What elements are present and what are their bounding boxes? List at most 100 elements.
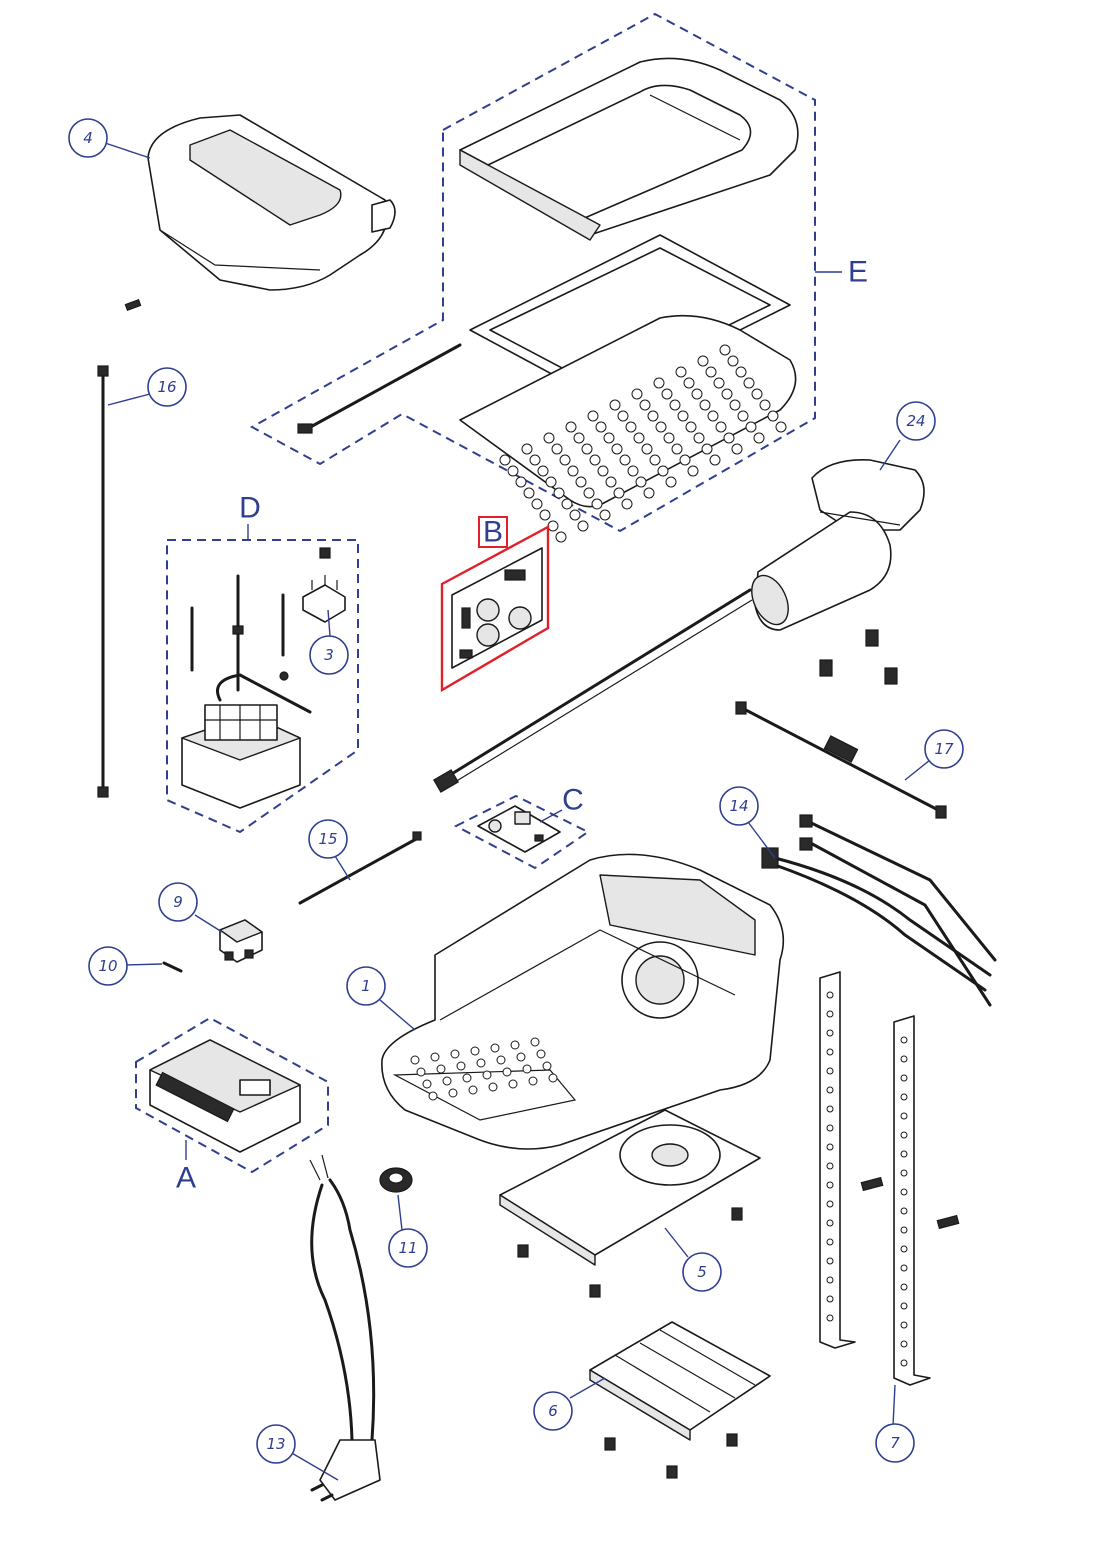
detail-dot xyxy=(611,443,623,455)
cover-lid-part[interactable] xyxy=(459,57,799,241)
group-e-outline xyxy=(249,12,816,533)
detail-dot xyxy=(530,1037,540,1047)
detail-dot xyxy=(488,1082,498,1092)
detail-dot xyxy=(719,344,731,356)
detail-dot xyxy=(641,443,653,455)
led-panel-part[interactable] xyxy=(459,314,797,543)
detail-dot xyxy=(669,399,681,411)
detail-dot xyxy=(900,1074,908,1082)
detail-dot xyxy=(583,487,595,499)
detail-dot xyxy=(621,498,633,510)
detail-dot xyxy=(826,1124,834,1132)
callout-11-label: 11 xyxy=(398,1239,417,1257)
detail-dot xyxy=(581,443,593,455)
detail-dot xyxy=(559,454,571,466)
detail-dot xyxy=(675,366,687,378)
detail-dot xyxy=(826,1143,834,1151)
detail-dot xyxy=(691,388,703,400)
detail-dot xyxy=(647,410,659,422)
detail-dot xyxy=(537,465,549,477)
grommet-part[interactable] xyxy=(379,1167,413,1193)
wiring-harness-part[interactable] xyxy=(761,814,997,1007)
callout-4-label: 4 xyxy=(83,129,93,147)
detail-dot xyxy=(759,399,771,411)
detail-dot xyxy=(826,1219,834,1227)
bracket-part[interactable] xyxy=(589,1321,771,1479)
detail-dot xyxy=(545,476,557,488)
detail-dot xyxy=(476,1058,486,1068)
detail-dot xyxy=(482,1070,492,1080)
terminal-block-part[interactable] xyxy=(302,575,346,623)
callout-9: 9 xyxy=(158,882,198,922)
cable-tie-long-part[interactable] xyxy=(97,365,109,798)
detail-dot xyxy=(715,421,727,433)
group-letter-a: A xyxy=(176,1162,196,1195)
detail-dot xyxy=(900,1302,908,1310)
callout-5: 5 xyxy=(682,1252,722,1292)
motor-part[interactable] xyxy=(745,459,925,631)
detail-dot xyxy=(625,421,637,433)
detail-dot xyxy=(462,1073,472,1083)
detail-dot xyxy=(575,476,587,488)
callout-15-label: 15 xyxy=(318,830,337,848)
main-housing-part[interactable] xyxy=(381,853,785,1150)
detail-dot xyxy=(422,1079,432,1089)
detail-dot xyxy=(515,476,527,488)
detail-dot xyxy=(456,1061,466,1071)
detail-dot xyxy=(555,531,567,543)
battery-cover-part[interactable] xyxy=(147,114,396,291)
callout-13: 13 xyxy=(256,1424,296,1464)
detail-dot xyxy=(619,454,631,466)
callout-10-label: 10 xyxy=(98,957,117,975)
cable-tie-short-part[interactable] xyxy=(298,831,422,905)
callout-1-label: 1 xyxy=(361,977,371,995)
base-plate-part[interactable] xyxy=(499,1109,761,1298)
power-cord-part[interactable] xyxy=(309,1154,381,1502)
callout-15: 15 xyxy=(308,819,348,859)
detail-dot xyxy=(599,509,611,521)
detail-dot xyxy=(767,410,779,422)
transformer-part[interactable] xyxy=(181,673,312,809)
detail-dot xyxy=(410,1055,420,1065)
detail-dot xyxy=(665,476,677,488)
switch-part[interactable] xyxy=(219,919,263,963)
mounting-rail-part[interactable] xyxy=(819,971,960,1386)
detail-dot xyxy=(496,1055,506,1065)
detail-dot xyxy=(826,1314,834,1322)
detail-dot xyxy=(516,1052,526,1062)
group-letter-c: C xyxy=(562,784,584,817)
detail-dot xyxy=(723,432,735,444)
detail-dot xyxy=(595,421,607,433)
detail-dot xyxy=(551,443,563,455)
small-board-part[interactable] xyxy=(477,805,561,853)
detail-dot xyxy=(900,1283,908,1291)
detail-dot xyxy=(548,1073,558,1083)
callout-3-label: 3 xyxy=(324,646,334,664)
control-board-part[interactable] xyxy=(451,547,543,669)
drive-shaft-part[interactable] xyxy=(433,588,753,793)
callout-11: 11 xyxy=(388,1228,428,1268)
detail-dot xyxy=(900,1055,908,1063)
callout-17-label: 17 xyxy=(934,740,954,758)
callout-6: 6 xyxy=(533,1391,573,1431)
detail-dot xyxy=(826,1162,834,1170)
detail-dot xyxy=(900,1188,908,1196)
group-b-highlight xyxy=(440,524,550,693)
flat-cable-part[interactable] xyxy=(735,701,947,819)
detail-dot xyxy=(900,1112,908,1120)
detail-dot xyxy=(826,1295,834,1303)
small-pin-part[interactable] xyxy=(162,961,183,973)
detail-dot xyxy=(521,443,533,455)
detail-dot xyxy=(529,454,541,466)
detail-dot xyxy=(539,509,551,521)
screw-small-part[interactable] xyxy=(124,299,142,311)
module-a-part[interactable] xyxy=(149,1039,301,1153)
d-bolts-part[interactable] xyxy=(190,547,331,692)
detail-dot xyxy=(697,355,709,367)
e-wire-part[interactable] xyxy=(297,343,462,434)
detail-dot xyxy=(617,410,629,422)
callout-16-label: 16 xyxy=(157,378,176,396)
motor-screws-part[interactable] xyxy=(819,629,898,685)
detail-dot xyxy=(707,410,719,422)
callout-9-label: 9 xyxy=(173,893,183,911)
